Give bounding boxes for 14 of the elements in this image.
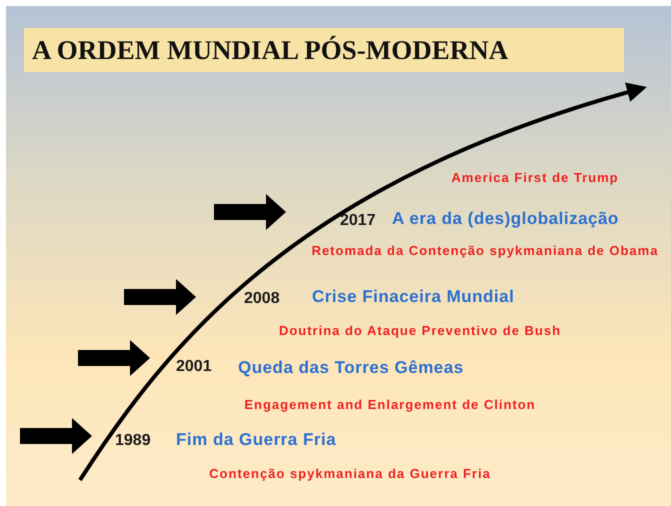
event-heading: Queda das Torres Gêmeas <box>238 358 464 378</box>
year: 2008 <box>244 290 280 308</box>
year: 2001 <box>176 358 212 376</box>
event-heading: Fim da Guerra Fria <box>176 430 336 450</box>
policy-note: Retomada da Contenção spykmaniana de Obama <box>310 242 660 260</box>
year: 2017 <box>340 212 376 230</box>
policy-note: Engagement and Enlargement de Clinton <box>243 397 537 412</box>
year: 1989 <box>115 432 151 450</box>
policy-note: Contenção spykmaniana da Guerra Fria <box>208 466 492 481</box>
policy-note: Doutrina do Ataque Preventivo de Bush <box>278 323 562 338</box>
event-heading: A era da (des)globalização <box>392 209 619 229</box>
event-heading: Crise Finaceira Mundial <box>312 287 514 307</box>
title: A ORDEM MUNDIAL PÓS-MODERNA <box>24 28 624 72</box>
policy-note: America First de Trump <box>450 170 620 185</box>
